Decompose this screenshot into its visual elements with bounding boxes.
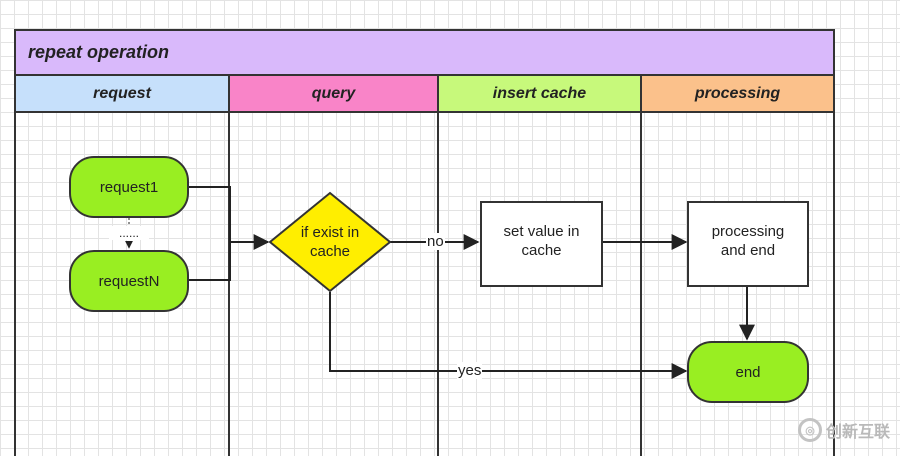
set-value-label-line2: cache	[521, 242, 562, 259]
edge-request1-to-decision	[188, 186, 231, 242]
ellipsis-label: ......	[109, 226, 149, 240]
set-value-label-line1: set value in	[503, 223, 580, 240]
lane-divider-right	[833, 113, 835, 456]
lane-header-request: request	[14, 76, 230, 113]
decision-label: if exist in cache	[280, 218, 380, 266]
node-set-value	[480, 201, 603, 287]
processing-label: processing and end	[688, 202, 808, 286]
logo-icon: ◎	[798, 418, 822, 442]
decision-label-line2: cache	[309, 243, 351, 260]
node-decision	[268, 191, 392, 293]
lane-divider-1	[228, 113, 230, 456]
edge-label-no: no	[426, 233, 445, 250]
edge-decision-to-end	[329, 292, 688, 379]
decision-label-line1: if exist in	[300, 224, 360, 241]
end-label: end	[735, 363, 761, 381]
processing-label-line2: and end	[720, 242, 776, 259]
lane-divider-2	[437, 113, 439, 456]
node-requestN	[69, 250, 189, 312]
watermark-text: 创新互联	[826, 424, 891, 441]
lane-header-insert-cache: insert cache	[437, 76, 642, 113]
edge-requestN-to-decision	[188, 242, 231, 281]
request1-label: request1	[99, 178, 159, 196]
watermark: ◎ 创新互联	[798, 410, 894, 450]
lane-header-query: query	[228, 76, 439, 113]
node-processing	[687, 201, 809, 287]
pool-title: repeat operation	[14, 29, 835, 76]
lane-divider-left	[14, 113, 16, 456]
edge-label-yes: yes	[457, 362, 483, 379]
node-request1	[69, 156, 189, 218]
processing-label-line1: processing	[711, 223, 785, 240]
lane-header-processing: processing	[640, 76, 835, 113]
requestN-label: requestN	[98, 272, 160, 290]
node-end	[687, 341, 809, 403]
set-value-label: set value in cache	[481, 202, 602, 286]
lane-divider-3	[640, 113, 642, 456]
